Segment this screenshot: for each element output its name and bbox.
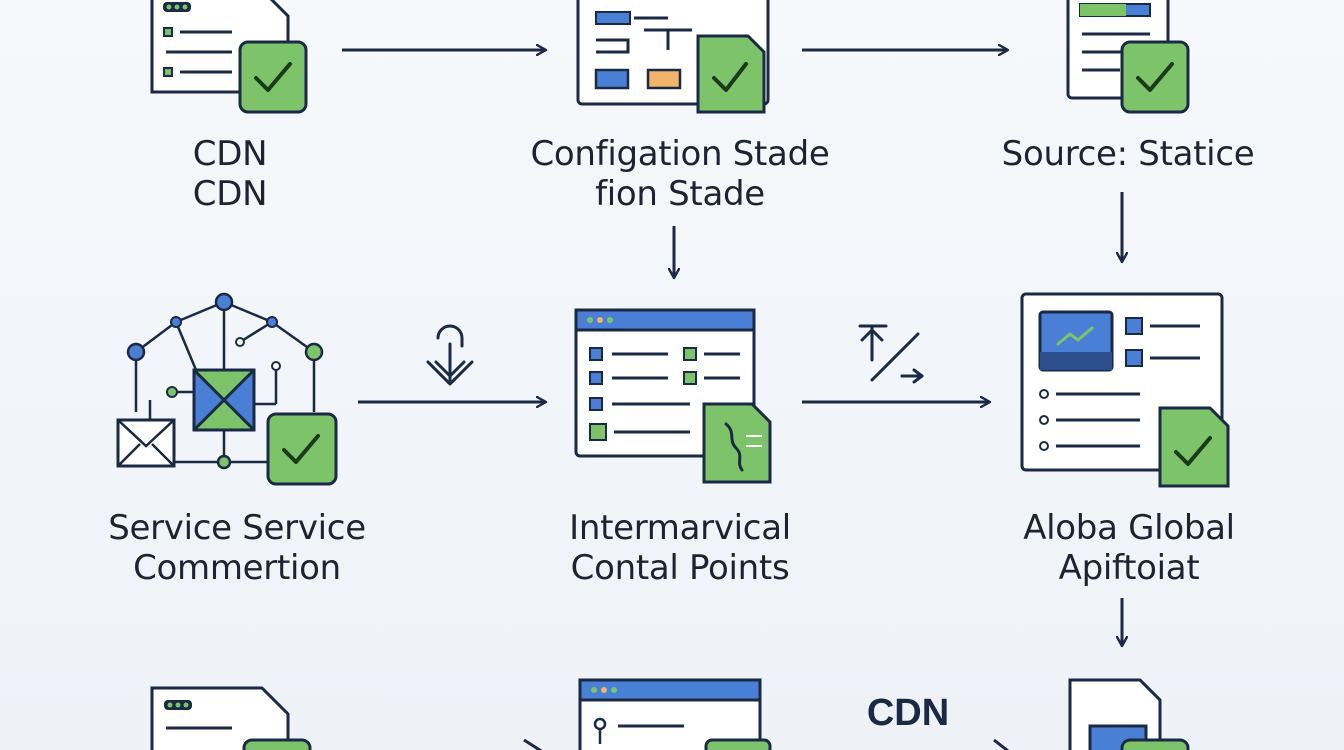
node-intermarvical-label: Intermarvical Contal Points: [520, 508, 840, 588]
app-window-icon: [578, 678, 772, 750]
node-configuration-line2: fion Stade: [595, 174, 765, 214]
source-doc-icon: [1066, 0, 1190, 114]
document-check-icon: [150, 0, 308, 114]
arrow-6: [993, 738, 1010, 750]
arrow-5: [523, 738, 543, 750]
node-intermarvical-line1: Intermarvical: [569, 508, 791, 548]
node-configuration-label: Configation Stade fion Stade: [500, 134, 860, 214]
node-service-line1: Service Service: [108, 508, 366, 548]
node-cdn-line2: CDN: [192, 174, 268, 214]
node-service-label: Service Service Commertion: [72, 508, 402, 588]
config-window-icon: [576, 0, 770, 114]
node-global-line1: Aloba Global: [1023, 508, 1235, 548]
app-window-icon: [574, 308, 772, 484]
download-icon: [426, 324, 474, 386]
node-service-line2: Commertion: [133, 548, 341, 588]
source-doc-icon: [1068, 678, 1190, 750]
bottom-cdn-label: CDN: [866, 692, 950, 734]
node-global-label: Aloba Global Apiftoiat: [984, 508, 1274, 588]
node-source-label: Source: Statice: [968, 134, 1288, 174]
node-global-line2: Apiftoiat: [1058, 548, 1200, 588]
network-graph-icon: [126, 292, 338, 486]
node-configuration-line1: Configation Stade: [530, 134, 830, 174]
dashboard-icon: [1020, 292, 1230, 488]
node-intermarvical-line2: Contal Points: [570, 548, 790, 588]
node-cdn-label: CDN CDN: [130, 134, 330, 214]
envelope-icon: [116, 418, 176, 468]
node-source-line1: Source: Statice: [1001, 134, 1255, 174]
route-arrows-icon: [858, 324, 924, 384]
document-check-icon: [150, 686, 312, 750]
node-cdn-line1: CDN: [192, 134, 268, 174]
